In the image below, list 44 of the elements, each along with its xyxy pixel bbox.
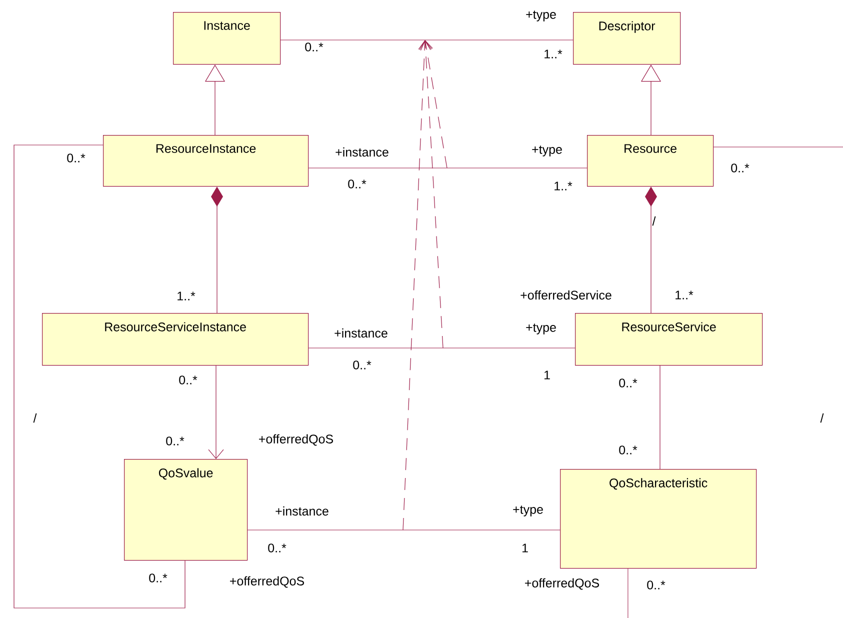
association-label: 0..* (67, 154, 86, 162)
association-label: +offerredService (520, 290, 612, 300)
association-label: +type (532, 146, 562, 156)
composition-line (211, 186, 223, 314)
association-label: +offerredQoS (230, 576, 304, 588)
association-label: 0..* (166, 436, 184, 446)
association-label: 1..* (178, 292, 196, 300)
association-label: 0..* (647, 580, 666, 590)
association-label: 0..* (149, 574, 168, 582)
class-box: QoSvalue (124, 459, 248, 561)
association-label: 0..* (619, 378, 638, 388)
class-box: ResourceInstance (103, 135, 309, 187)
class-box: ResourceService (575, 313, 763, 366)
association-label: +offerredQoS (525, 578, 599, 590)
association-line (713, 146, 843, 148)
class-box: Resource (587, 135, 714, 187)
association-label: 0..* (353, 360, 372, 370)
association-label: 0..* (348, 180, 366, 188)
composition-line (645, 186, 657, 314)
association-label: +type (526, 10, 556, 22)
association-label: 1..* (544, 50, 562, 58)
association-label: +type (526, 324, 556, 334)
association-label: / (33, 413, 37, 423)
association-label: +instance (276, 506, 328, 516)
association-label: +type (513, 506, 543, 516)
association-label: 0..* (305, 42, 324, 52)
association-label: +instance (336, 147, 388, 157)
association-label: +instance (334, 328, 388, 338)
class-box: Instance (173, 12, 281, 65)
association-label: / (820, 413, 824, 423)
association-label: 0..* (731, 164, 750, 172)
association-label: 0..* (619, 446, 638, 454)
class-box: ResourceServiceInstance (42, 313, 309, 366)
association-label: 1..* (676, 290, 694, 300)
association-label: +offerredQoS (259, 434, 333, 446)
association-label: 1 (544, 370, 550, 380)
class-box: Descriptor (573, 12, 681, 65)
class-box: QoScharacteristic (560, 469, 757, 569)
association-label: / (652, 216, 656, 226)
association-label: 1 (522, 544, 528, 552)
association-label: 1..* (554, 182, 572, 190)
association-line (208, 365, 224, 459)
association-line (14, 144, 186, 608)
association-label: 0..* (268, 544, 286, 552)
